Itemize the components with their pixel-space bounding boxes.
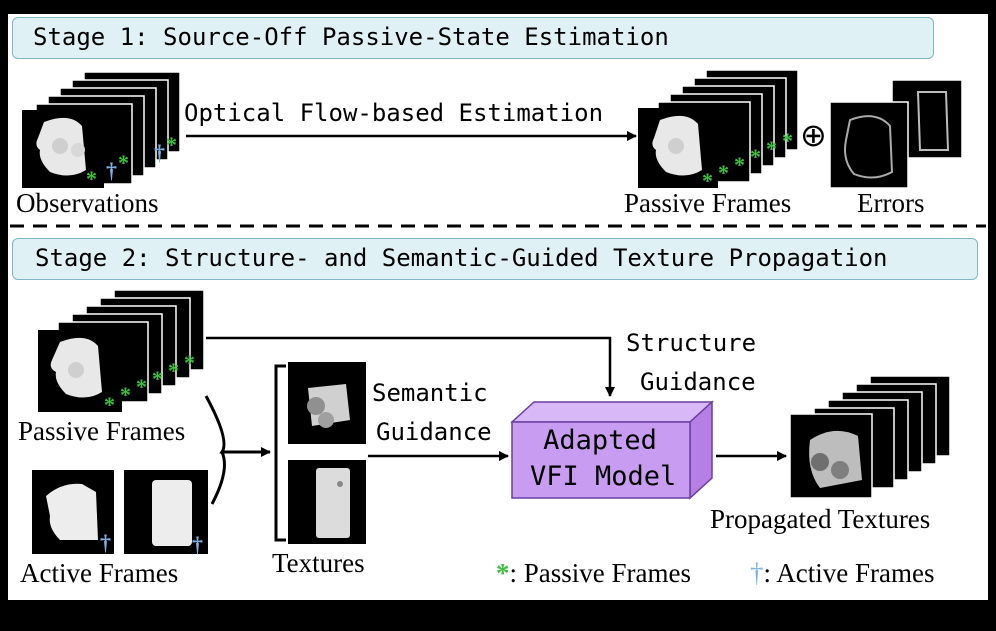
passive-frames-markers-1: * * * * * * (702, 128, 793, 193)
svg-text:*: * (734, 152, 745, 177)
legend-star-text: : Passive Frames (509, 558, 692, 588)
svg-text:*: * (750, 144, 761, 169)
svg-text:*: * (782, 128, 793, 153)
vfi-model-box (510, 400, 714, 500)
svg-text:*: * (118, 150, 129, 175)
vfi-model-label-2: VFI Model (530, 461, 677, 492)
stage1-banner: Stage 1: Source-Off Passive-State Estima… (12, 17, 934, 59)
stage2-title: Stage 2: Structure- and Semantic-Guided … (35, 244, 888, 272)
legend-passive: *: Passive Frames (496, 558, 691, 589)
stage2-banner: Stage 2: Structure- and Semantic-Guided … (12, 238, 978, 280)
semantic-guidance-label-1: Semantic (372, 379, 488, 407)
passive-frames-label-1: Passive Frames (624, 188, 792, 218)
passive-frames-label-2: Passive Frames (18, 416, 186, 446)
legend-active: †: Active Frames (750, 558, 934, 589)
structure-guidance-label-1: Structure (626, 329, 757, 357)
svg-text:*: * (702, 168, 713, 193)
svg-text:*: * (104, 392, 115, 417)
svg-text:*: * (184, 350, 195, 375)
svg-text:*: * (166, 132, 177, 157)
svg-text:*: * (152, 366, 163, 391)
semantic-guidance-label-2: Guidance (376, 418, 492, 446)
textures-label: Textures (272, 548, 365, 578)
svg-text:†: † (100, 530, 111, 555)
passive-frames-markers-2: * * * * * * (104, 350, 195, 417)
errors-images (829, 79, 963, 189)
svg-text:†: † (192, 532, 203, 557)
texture-image-2 (288, 460, 366, 544)
propagated-textures-stack (789, 375, 951, 499)
svg-text:*: * (168, 358, 179, 383)
active-frames-label: Active Frames (20, 558, 179, 588)
legend-star-icon: * (496, 558, 510, 588)
propagated-textures-label: Propagated Textures (710, 504, 931, 534)
texture-image-1 (288, 362, 366, 444)
oplus-symbol: ⊕ (800, 116, 827, 154)
passive-frames-stack-2 (38, 289, 205, 412)
svg-text:*: * (120, 382, 131, 407)
svg-text:†: † (154, 140, 165, 165)
merge-connector (204, 395, 270, 505)
errors-label: Errors (857, 188, 925, 218)
passive-frames-stack-1 (638, 69, 799, 188)
legend-dagger-text: : Active Frames (763, 558, 935, 588)
active-frame-1: † (32, 470, 114, 555)
svg-text:*: * (86, 166, 97, 191)
textures-bracket (274, 364, 286, 542)
observations-stack (22, 71, 181, 188)
svg-text:*: * (136, 374, 147, 399)
observations-label: Observations (16, 188, 159, 218)
structure-guidance-label-2: Guidance (640, 368, 756, 396)
vfi-model-label-1: Adapted (543, 425, 657, 456)
svg-text:*: * (766, 136, 777, 161)
structure-guidance-arrow (206, 336, 615, 397)
observations-markers: * * * † † (86, 132, 177, 191)
stage1-title: Stage 1: Source-Off Passive-State Estima… (33, 23, 669, 51)
svg-text:†: † (106, 158, 117, 183)
optical-flow-label: Optical Flow-based Estimation (184, 99, 604, 127)
svg-text:*: * (718, 160, 729, 185)
legend-dagger-icon: † (750, 558, 764, 588)
active-frame-2: † (124, 470, 208, 557)
